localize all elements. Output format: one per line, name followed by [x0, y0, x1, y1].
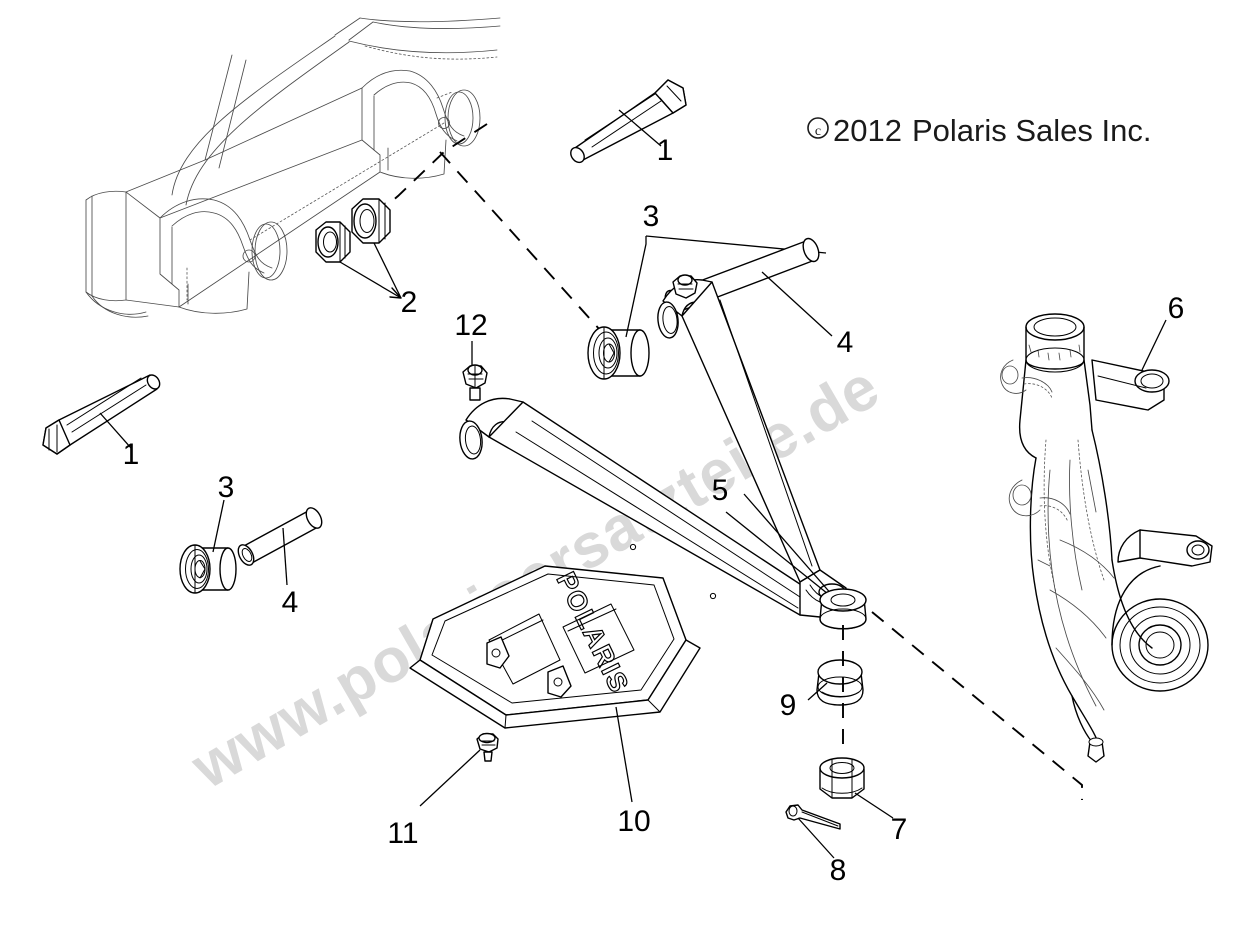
copyright-symbol-c: c: [815, 124, 821, 139]
callout-4b: 4: [282, 586, 299, 619]
chassis-frame-ghost: [85, 17, 501, 318]
leader-2: [339, 242, 402, 299]
callout-2: 2: [401, 286, 418, 319]
copyright-symbol-ring: [807, 117, 829, 139]
part-bolt-upper: [570, 79, 687, 164]
leader-3-lower: [212, 499, 225, 553]
upper-control-arm: [657, 274, 821, 583]
leader-10: [615, 706, 633, 803]
part-guard-screw: [476, 732, 499, 762]
assembly-centerline-knuckle: [871, 611, 1083, 800]
part-bolt-lower: [42, 374, 161, 455]
part-lock-nut-b: [351, 198, 391, 244]
leader-8: [797, 817, 835, 859]
leader-1-lower: [99, 412, 132, 449]
callout-10: 10: [617, 805, 650, 838]
leader-6: [1141, 319, 1167, 371]
callout-11: 11: [387, 817, 418, 850]
callout-6: 6: [1168, 292, 1185, 325]
callout-numbers: 1 1 2 3 3 4 4 5 6 7 8 9 10 11 12: [123, 134, 1185, 887]
leader-7: [854, 792, 894, 819]
leader-4-upper: [761, 271, 833, 337]
part-sleeve-lower: [237, 507, 323, 566]
upper-arm-grease-fitting: [672, 274, 698, 299]
callout-4: 4: [837, 326, 854, 359]
callout-8: 8: [830, 854, 847, 887]
callout-9: 9: [780, 689, 797, 722]
callout-3b: 3: [218, 471, 235, 504]
leader-5: [725, 493, 841, 605]
part-boot-9: [816, 659, 864, 706]
leader-9: [807, 682, 828, 701]
part-lock-nut-a: [315, 221, 351, 263]
leader-11: [419, 749, 481, 807]
part-cotter-pin: [785, 804, 841, 830]
part-grease-fitting: [462, 364, 488, 401]
callout-5: 5: [712, 474, 729, 507]
part-ball-joint-cap: [819, 588, 867, 630]
callout-3: 3: [643, 200, 660, 233]
part-skid-plate: POLARIS: [409, 565, 701, 729]
callout-1b: 1: [123, 438, 140, 471]
part-castle-nut: [819, 757, 865, 799]
part-steering-knuckle: [1000, 313, 1213, 763]
leader-4-lower: [282, 527, 288, 586]
part-bushing-upper: [587, 326, 650, 380]
leader-1-upper: [618, 109, 662, 147]
callout-12: 12: [454, 309, 487, 342]
callout-7: 7: [891, 813, 908, 846]
part-bushing-lower: [179, 544, 237, 594]
callout-1: 1: [657, 134, 674, 167]
